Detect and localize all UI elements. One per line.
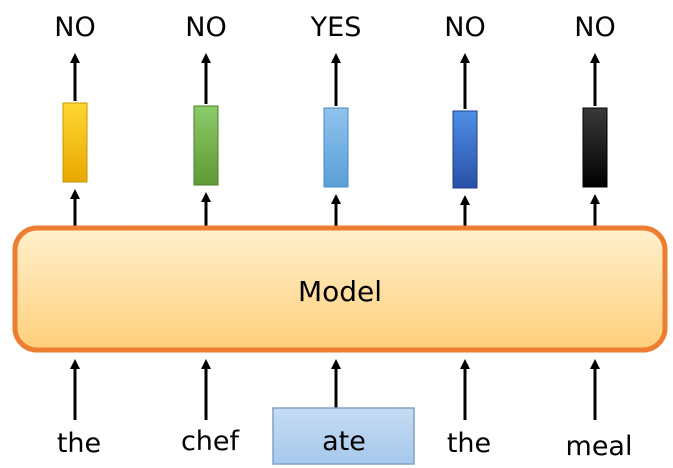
highlighted-token-box bbox=[272, 407, 415, 465]
input-token-label: ate bbox=[322, 426, 366, 457]
output-label: NO bbox=[185, 12, 226, 43]
model-box-shape bbox=[12, 225, 668, 353]
model-box: Model bbox=[12, 225, 668, 353]
output-vector-bar bbox=[193, 105, 219, 186]
input-token-label: meal bbox=[566, 431, 633, 462]
output-label: YES bbox=[310, 12, 362, 43]
output-vector-bar bbox=[452, 110, 478, 189]
output-vector-bar bbox=[323, 107, 349, 188]
output-column-5: NO bbox=[574, 12, 616, 226]
output-column-4: NO bbox=[444, 12, 486, 226]
output-label: NO bbox=[54, 12, 95, 43]
input-token-2: chef bbox=[181, 359, 241, 457]
output-vector-bar bbox=[62, 102, 88, 183]
input-token-4: the bbox=[447, 359, 491, 459]
output-column-1: NO bbox=[54, 12, 96, 226]
input-token-5: meal bbox=[566, 359, 633, 462]
output-column: NO NO YES NO NO bbox=[54, 12, 616, 226]
output-column-3: YES bbox=[310, 12, 362, 226]
input-token-label: the bbox=[57, 428, 101, 459]
output-label: NO bbox=[574, 12, 615, 43]
input-token-label: the bbox=[447, 428, 491, 459]
input-token-1: the bbox=[57, 359, 101, 459]
input-token-label: chef bbox=[181, 426, 241, 457]
output-vector-bar bbox=[582, 107, 608, 188]
model-label: Model bbox=[298, 275, 382, 308]
input-token-3: ate bbox=[272, 359, 415, 465]
output-column-2: NO bbox=[185, 12, 227, 226]
output-label: NO bbox=[444, 12, 485, 43]
input-row: the chef ate the meal bbox=[57, 359, 633, 465]
